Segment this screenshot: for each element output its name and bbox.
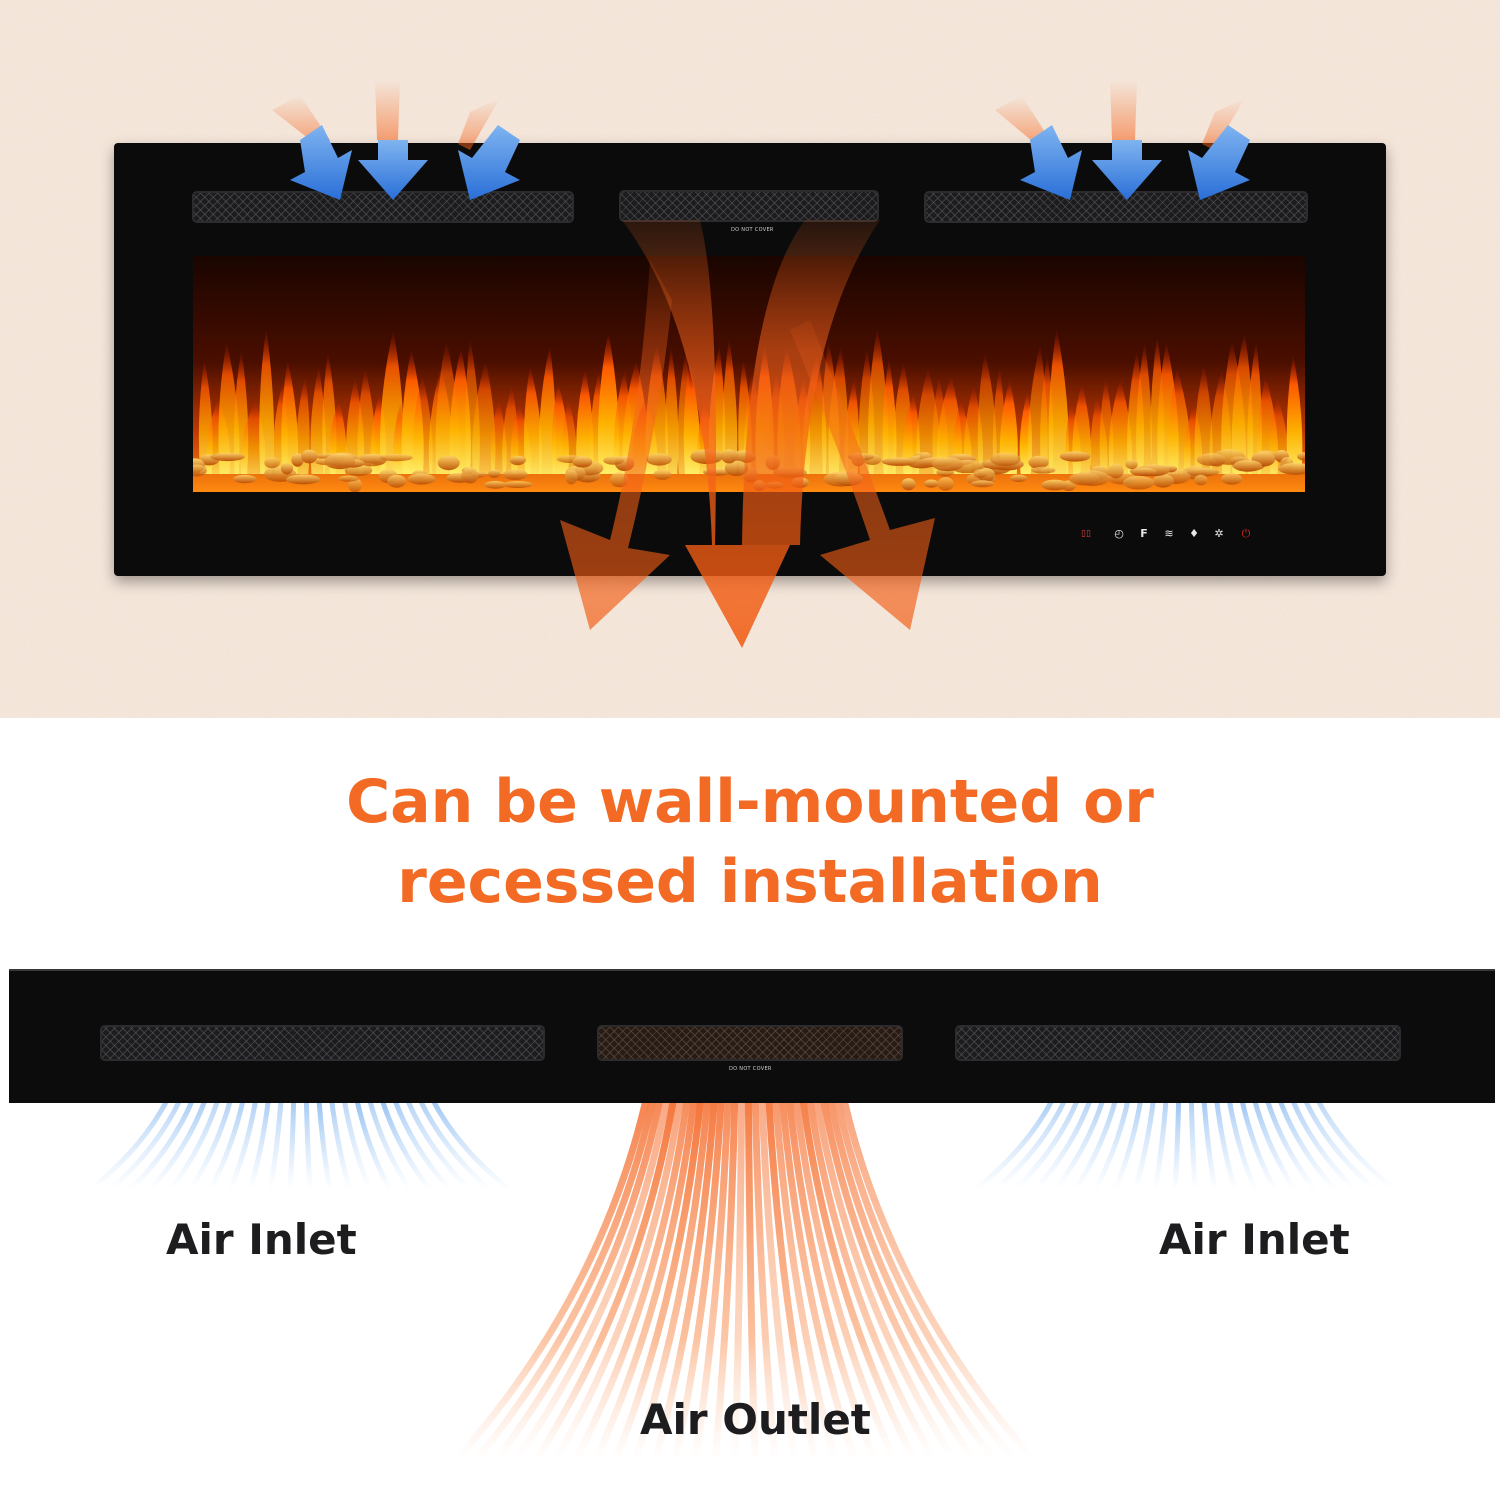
ember xyxy=(774,467,807,478)
ember xyxy=(1221,473,1243,484)
ember xyxy=(791,477,809,488)
air-inlet-label-right: Air Inlet xyxy=(1159,1215,1350,1264)
ember xyxy=(264,457,280,468)
ember xyxy=(690,449,723,464)
timer-icon[interactable]: ◴ xyxy=(1112,527,1126,541)
air-inlet-label-left: Air Inlet xyxy=(166,1215,357,1264)
ember xyxy=(1233,460,1262,472)
ember xyxy=(233,475,257,483)
ember xyxy=(281,463,293,475)
ember xyxy=(938,477,954,491)
top-view-diagram: DO NOT COVER Air Inlet Air Inlet Air Out… xyxy=(0,960,1500,1500)
ember xyxy=(1197,453,1226,466)
ember xyxy=(1041,480,1068,491)
ember xyxy=(1010,475,1027,482)
air-inlet-vent-left xyxy=(192,191,574,223)
flame-icon[interactable]: ♦ xyxy=(1187,527,1201,541)
fahrenheit-icon[interactable]: F xyxy=(1137,527,1151,541)
ember xyxy=(766,455,780,470)
ember xyxy=(924,480,938,488)
ember xyxy=(974,469,988,478)
ember xyxy=(646,453,672,465)
air-outlet-vent xyxy=(619,190,879,222)
ember xyxy=(1109,464,1124,479)
ember xyxy=(210,453,244,461)
top-view-inlet-vent-left xyxy=(100,1025,545,1061)
power-icon[interactable]: ⏻ xyxy=(1239,527,1253,541)
ember xyxy=(932,457,963,471)
ember xyxy=(387,475,406,488)
flame-display xyxy=(193,256,1305,492)
ember xyxy=(503,481,533,488)
light-icon[interactable]: ✲ xyxy=(1212,527,1226,541)
ember xyxy=(603,456,624,465)
ember xyxy=(971,480,995,487)
ember xyxy=(1132,468,1156,476)
ember xyxy=(1060,451,1091,461)
fireplace-top-edge: DO NOT COVER xyxy=(9,969,1495,1103)
top-view-outlet-vent xyxy=(597,1025,903,1061)
ember xyxy=(488,470,500,478)
headline-line-2: recessed installation xyxy=(0,842,1500,922)
ember xyxy=(1076,470,1110,486)
ember xyxy=(484,481,507,489)
headline-line-1: Can be wall-mounted or xyxy=(0,762,1500,842)
ember xyxy=(834,472,863,486)
ember xyxy=(286,474,320,484)
do-not-cover-label: DO NOT COVER xyxy=(731,227,774,233)
ember xyxy=(990,452,1021,466)
control-panel: ▯▯ ◴ F ≋ ♦ ✲ ⏻ xyxy=(1074,527,1254,541)
ember xyxy=(1028,456,1048,469)
ember xyxy=(1123,476,1154,490)
electric-fireplace: DO NOT COVER xyxy=(114,143,1386,576)
air-outlet-label: Air Outlet xyxy=(640,1395,871,1444)
heat-icon[interactable]: ≋ xyxy=(1162,527,1176,541)
ember xyxy=(1031,467,1055,474)
ember xyxy=(503,469,528,480)
ember xyxy=(753,480,765,491)
display-readout: ▯▯ xyxy=(1074,527,1098,541)
ember xyxy=(882,458,917,466)
top-view-do-not-cover-label: DO NOT COVER xyxy=(729,1066,772,1072)
ember xyxy=(653,470,671,480)
ember xyxy=(380,454,413,461)
ember xyxy=(338,476,358,482)
ember xyxy=(461,468,478,484)
ember xyxy=(565,470,578,485)
ember xyxy=(851,452,865,466)
ember xyxy=(324,454,355,469)
ember xyxy=(901,478,915,490)
ember xyxy=(610,472,629,487)
ember xyxy=(765,482,784,489)
ember xyxy=(301,450,317,464)
ember xyxy=(407,474,435,485)
ember xyxy=(572,456,592,467)
top-view-inlet-vent-right xyxy=(955,1025,1401,1061)
ember xyxy=(438,455,460,470)
ember xyxy=(1194,475,1208,486)
air-inlet-vent-right xyxy=(924,191,1308,223)
ember xyxy=(1126,460,1138,469)
headline: Can be wall-mounted or recessed installa… xyxy=(0,762,1500,922)
ember xyxy=(510,456,525,465)
ember xyxy=(721,449,737,463)
